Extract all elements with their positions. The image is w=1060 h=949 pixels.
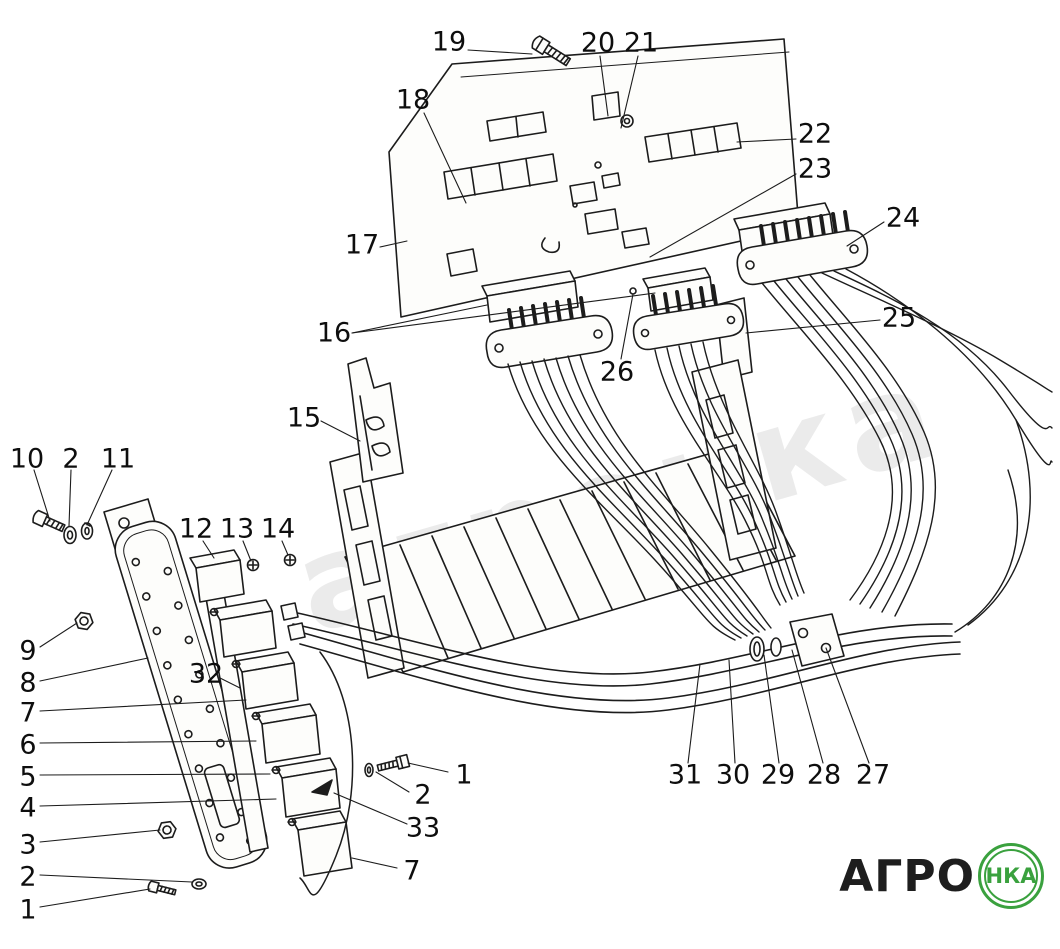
callout-4: 4 <box>19 792 37 824</box>
callout-18: 18 <box>395 84 431 116</box>
relay-stack <box>189 549 354 896</box>
callout-33: 33 <box>405 812 441 844</box>
logo-circle-text: НКА <box>985 864 1037 888</box>
callout-2-left: 2 <box>19 861 37 893</box>
callout-19: 19 <box>431 26 467 58</box>
cable-grommet <box>749 636 782 662</box>
callout-26: 26 <box>599 356 635 388</box>
screw-1-bottom-icon <box>147 880 177 896</box>
screw-14-icon <box>283 553 297 567</box>
callout-25: 25 <box>881 302 917 334</box>
callout-11: 11 <box>100 443 136 475</box>
bolt-1-right-icon <box>376 753 411 772</box>
callout-7-bottom: 7 <box>403 855 421 887</box>
callout-14: 14 <box>260 513 296 545</box>
mounting-plate <box>103 498 268 869</box>
wiring-harness <box>507 268 1053 641</box>
callout-20: 20 <box>580 27 616 59</box>
connector-housing-right <box>736 210 869 286</box>
screw-13-icon <box>246 558 260 572</box>
lock-washer-11-icon <box>80 522 94 540</box>
callout-27: 27 <box>855 759 891 791</box>
nut-3-icon <box>157 820 177 840</box>
bolt-10-icon <box>32 509 66 533</box>
callout-3: 3 <box>19 829 37 861</box>
callout-17: 17 <box>344 229 380 261</box>
callout-31: 31 <box>667 759 703 791</box>
washer-2-top-icon <box>63 525 77 545</box>
cable-bracket <box>789 613 845 667</box>
callout-15: 15 <box>286 402 322 434</box>
callout-2-right: 2 <box>414 779 432 811</box>
callout-22: 22 <box>797 118 833 150</box>
screw-19-icon <box>531 35 572 67</box>
callout-7-left: 7 <box>19 697 37 729</box>
logo-text: АГРО <box>839 850 975 902</box>
washer-2-bottom-icon <box>191 878 207 890</box>
callout-1-left: 1 <box>19 894 37 926</box>
bottom-cables <box>280 602 961 714</box>
clip-strip <box>347 357 404 483</box>
washer-2-right-icon <box>364 762 374 778</box>
callout-30: 30 <box>715 759 751 791</box>
leader-lines <box>33 49 885 908</box>
callout-6: 6 <box>19 729 37 761</box>
callout-32: 32 <box>188 658 224 690</box>
callout-16: 16 <box>316 317 352 349</box>
logo-circle-icon: НКА <box>978 843 1044 909</box>
nut-9-icon <box>74 611 94 631</box>
callout-13: 13 <box>219 513 255 545</box>
callout-24: 24 <box>885 202 921 234</box>
callout-2-top: 2 <box>62 443 80 475</box>
callout-10: 10 <box>9 443 45 475</box>
callout-12: 12 <box>178 513 214 545</box>
direction-arrow <box>311 779 333 796</box>
callout-29: 29 <box>760 759 796 791</box>
callout-1-right: 1 <box>455 759 473 791</box>
callout-5: 5 <box>19 761 37 793</box>
callout-21: 21 <box>623 27 659 59</box>
callout-23: 23 <box>797 153 833 185</box>
callout-8: 8 <box>19 667 37 699</box>
callout-28: 28 <box>806 759 842 791</box>
connector-housing-middle <box>632 284 745 351</box>
site-logo: АГРО НКА <box>839 843 1044 909</box>
callout-9: 9 <box>19 635 37 667</box>
